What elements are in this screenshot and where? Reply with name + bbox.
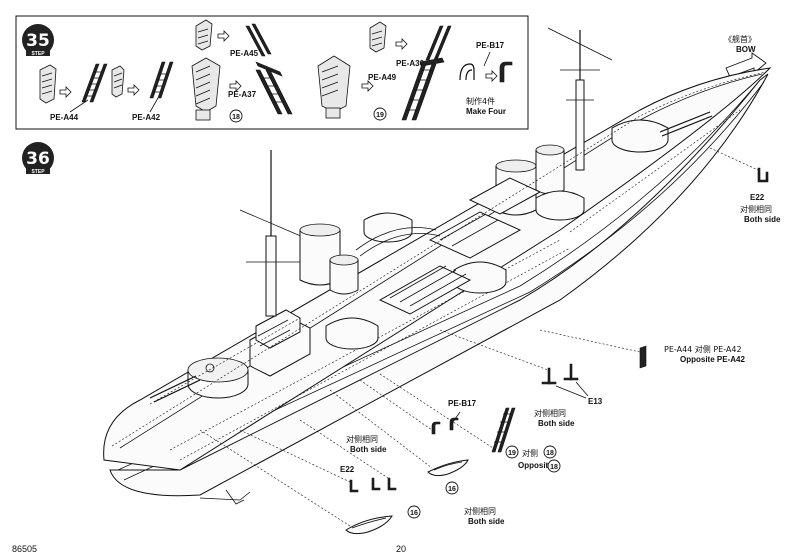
label-e13: E13 [588, 397, 603, 406]
both-side-bottom-en: Both side [468, 517, 505, 526]
label-pe-a30: PE-A30 [396, 59, 425, 68]
both-side-top-cn: 对侧相同 [740, 204, 772, 214]
sequence-18-number: 18 [232, 114, 240, 121]
ladder-19-installed [379, 373, 516, 453]
callout-16b-number: 16 [410, 510, 418, 517]
make-four-en: Make Four [466, 107, 506, 116]
arrow-icon [361, 80, 374, 92]
sequence-19-callout [505, 445, 519, 459]
ladder-part-a42-grey [111, 65, 125, 98]
leader-line [329, 389, 433, 469]
opposite-cn: 对侧 [522, 448, 538, 458]
both-side-top-en: Both side [744, 215, 781, 224]
leader-line [149, 97, 159, 113]
arrow-icon [59, 86, 72, 98]
bow-cn: 《舰首》 [724, 34, 756, 44]
product-code: 86505 [12, 544, 37, 554]
step36-word: STEP [31, 169, 45, 175]
ladder-part-a45-grey [195, 19, 213, 51]
callout-18b-number: 18 [550, 464, 558, 471]
label-pe-a45: PE-A45 [230, 49, 259, 58]
label-pe-a44-opposite-cn: PE-A44 对侧 PE-A42 [664, 344, 742, 354]
sequence-16-callout-b [407, 505, 421, 519]
opposite-en: Opposite [518, 461, 553, 470]
ladder-part-a42-black [149, 61, 174, 99]
leader-line [199, 429, 351, 527]
both-side-bottom-cn: 对侧相同 [464, 506, 496, 516]
label-e22-top: E22 [750, 193, 765, 202]
both-side-mid-cn: 对侧相同 [534, 408, 566, 418]
label-pe-a44: PE-A44 [50, 113, 79, 122]
label-e22-left: E22 [340, 465, 355, 474]
side-turrets [325, 190, 585, 350]
aft-mast [547, 27, 613, 171]
midship-structures [355, 177, 542, 315]
pe-b17-bend-diagram [459, 51, 513, 83]
arrow-icon [127, 84, 140, 96]
forward-bridge [239, 150, 311, 377]
sequence-18-callout-a [543, 445, 557, 459]
bow-en: BOW [736, 45, 756, 54]
step35-word: STEP [31, 51, 45, 57]
boat-part-16a [427, 459, 469, 477]
both-side-mid-en: Both side [538, 419, 575, 428]
step36-badge: 36 STEP [22, 142, 54, 175]
callout-18a-number: 18 [546, 450, 554, 457]
battleship-model [103, 27, 772, 505]
make-four-cn: 制作4件 [466, 96, 495, 106]
sequence-18-badge [229, 109, 243, 123]
callout-16a-number: 16 [448, 486, 456, 493]
boat-part-16b [345, 515, 393, 535]
arrow-icon [229, 80, 242, 92]
ladder-assembled-18 [255, 61, 293, 115]
label-pe-a37: PE-A37 [228, 90, 257, 99]
leader-line [69, 99, 89, 113]
label-pe-a49: PE-A49 [368, 73, 397, 82]
ladder-assembly-19 [317, 55, 351, 119]
step35-number: 35 [26, 31, 50, 51]
aft-turret [611, 111, 713, 153]
both-side-left-cn: 对侧相同 [346, 434, 378, 444]
sequence-19-number: 19 [376, 112, 384, 119]
ladder-part-a44-grey [39, 64, 57, 104]
callout-19-number: 19 [508, 450, 516, 457]
ladder-part-a30-black [425, 25, 452, 61]
ladder-part-a44-black [81, 63, 108, 103]
ladder-part-a45-black [245, 23, 272, 57]
arrow-icon [217, 30, 230, 42]
label-opposite-pe-a42: Opposite PE-A42 [680, 355, 745, 364]
both-side-left-en: Both side [350, 445, 387, 454]
pe-a44-ladder-installed [539, 329, 647, 369]
sequence-19-badge [373, 107, 387, 121]
e13-parts [439, 329, 589, 399]
e22-top-part [709, 147, 769, 183]
ladder-assembled-19 [401, 57, 445, 121]
ladder-part-a30-grey [369, 21, 387, 53]
page-number: 20 [396, 544, 406, 554]
step35-frame [15, 15, 529, 130]
step36-number: 36 [26, 149, 50, 169]
label-pe-b17-step36: PE-B17 [448, 399, 477, 408]
sequence-18-callout-b [547, 459, 561, 473]
ladder-assembly-18 [191, 57, 221, 121]
sequence-16-callout-a [445, 481, 459, 495]
forward-turret [149, 357, 249, 403]
e22-left-parts [239, 419, 397, 493]
label-pe-a42: PE-A42 [132, 113, 161, 122]
step35-badge: 35 STEP [22, 24, 54, 57]
label-pe-b17: PE-B17 [476, 41, 505, 50]
arrow-icon [395, 38, 408, 50]
